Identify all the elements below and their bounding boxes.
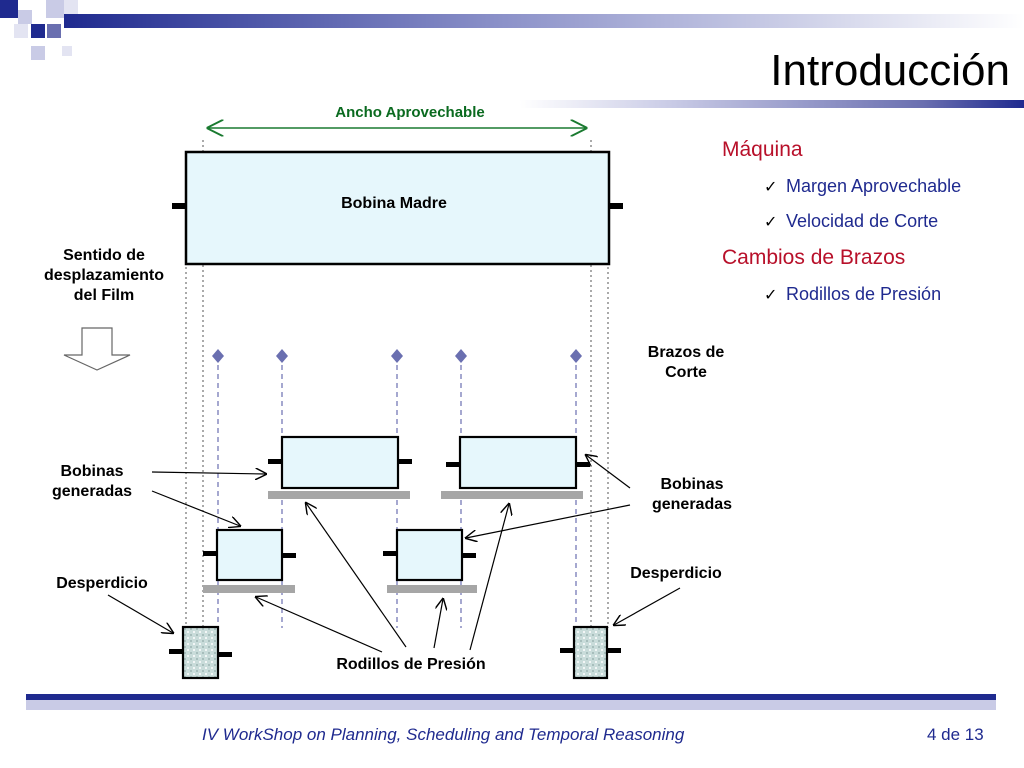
pointer-arrow (433, 599, 443, 649)
axle-stub (383, 551, 397, 556)
pointer-arrow (466, 504, 631, 538)
decor-square (46, 0, 64, 18)
pointer-arrow (107, 594, 173, 633)
desperdicio-left-label: Desperdicio (56, 575, 148, 592)
pointer-arrow (151, 472, 266, 474)
rodillo-bar (387, 585, 477, 593)
bobinas-generadas-right-label: Bobinas generadas (651, 476, 733, 513)
cutter-diamond (276, 349, 288, 363)
rodillos-de-presion-label: Rodillos de Presión (336, 656, 486, 673)
axle-stub (607, 648, 621, 653)
bobina-madre-box (184, 150, 611, 266)
footer-bar-shadow (26, 700, 996, 710)
sub-bullet: ✓Margen Aprovechable (764, 176, 962, 196)
bullet-list: Máquina ✓Margen Aprovechable ✓Velocidad … (722, 138, 961, 305)
direction-arrow (63, 327, 131, 371)
bobinas-generadas-left-label: Bobinas generadas (51, 463, 133, 500)
cutter-diamond (212, 349, 224, 363)
desperdicio-roll (181, 625, 220, 680)
axle-stub (462, 553, 476, 558)
desperdicio-roll (572, 625, 609, 680)
footer-bar (26, 694, 996, 700)
decor-square (64, 0, 78, 14)
page-number: 4 de 13 (927, 725, 984, 744)
cutter-diamond (570, 349, 582, 363)
bullet-cambios-brazos: Cambios de Brazos (722, 246, 906, 269)
bobina-generada-box (280, 435, 400, 490)
sub-bullet: ✓Velocidad de Corte (764, 211, 939, 231)
pointer-arrow (614, 587, 681, 625)
header-gradient-bar (64, 14, 1024, 28)
axle-stub (203, 551, 217, 556)
check-icon: ✓ (764, 179, 778, 196)
decor-square (18, 10, 32, 24)
bobina-generada-box (458, 435, 578, 490)
cutter-diamond (455, 349, 467, 363)
axle-stub (268, 459, 282, 464)
check-icon: ✓ (764, 287, 778, 304)
axle-stub (576, 462, 590, 467)
bobina-generada-box (395, 528, 464, 582)
title-underline-bar (520, 100, 1024, 108)
axle-stub (609, 203, 623, 209)
decor-square (31, 46, 45, 60)
pointer-arrow (469, 504, 509, 651)
decor-square (31, 24, 45, 38)
axle-stub (560, 648, 574, 653)
cutter-diamond (391, 349, 403, 363)
brazos-de-corte-label: Brazos de Corte (647, 344, 725, 381)
sub-bullet: ✓Rodillos de Presión (764, 284, 942, 304)
rodillo-bar (268, 491, 410, 499)
pointer-arrow (586, 455, 631, 489)
check-icon: ✓ (764, 214, 778, 231)
axle-stub (218, 652, 232, 657)
axle-stub (398, 459, 412, 464)
bobina-generada-box (215, 528, 284, 582)
ancho-aprovechable-label: Ancho Aprovechable (335, 104, 485, 121)
axle-stub (169, 649, 183, 654)
axle-stub (282, 553, 296, 558)
decor-square (0, 0, 18, 18)
axle-stub (172, 203, 186, 209)
decor-square (47, 24, 61, 38)
slide-title: Introducción (770, 46, 1010, 95)
decor-square (14, 24, 28, 38)
pointer-arrow (306, 503, 407, 648)
axle-stub (446, 462, 460, 467)
rodillo-bar (441, 491, 583, 499)
footer-workshop-title: IV WorkShop on Planning, Scheduling and … (202, 725, 685, 744)
pointer-arrow (256, 597, 383, 653)
bobina-madre-label: Bobina Madre (341, 195, 447, 212)
pointer-arrow (151, 490, 240, 526)
desperdicio-right-label: Desperdicio (630, 565, 722, 582)
bullet-maquina: Máquina (722, 138, 803, 161)
sentido-label: Sentido de desplazamiento del Film (43, 247, 165, 304)
decor-square (62, 46, 72, 56)
rodillo-bar (203, 585, 295, 593)
